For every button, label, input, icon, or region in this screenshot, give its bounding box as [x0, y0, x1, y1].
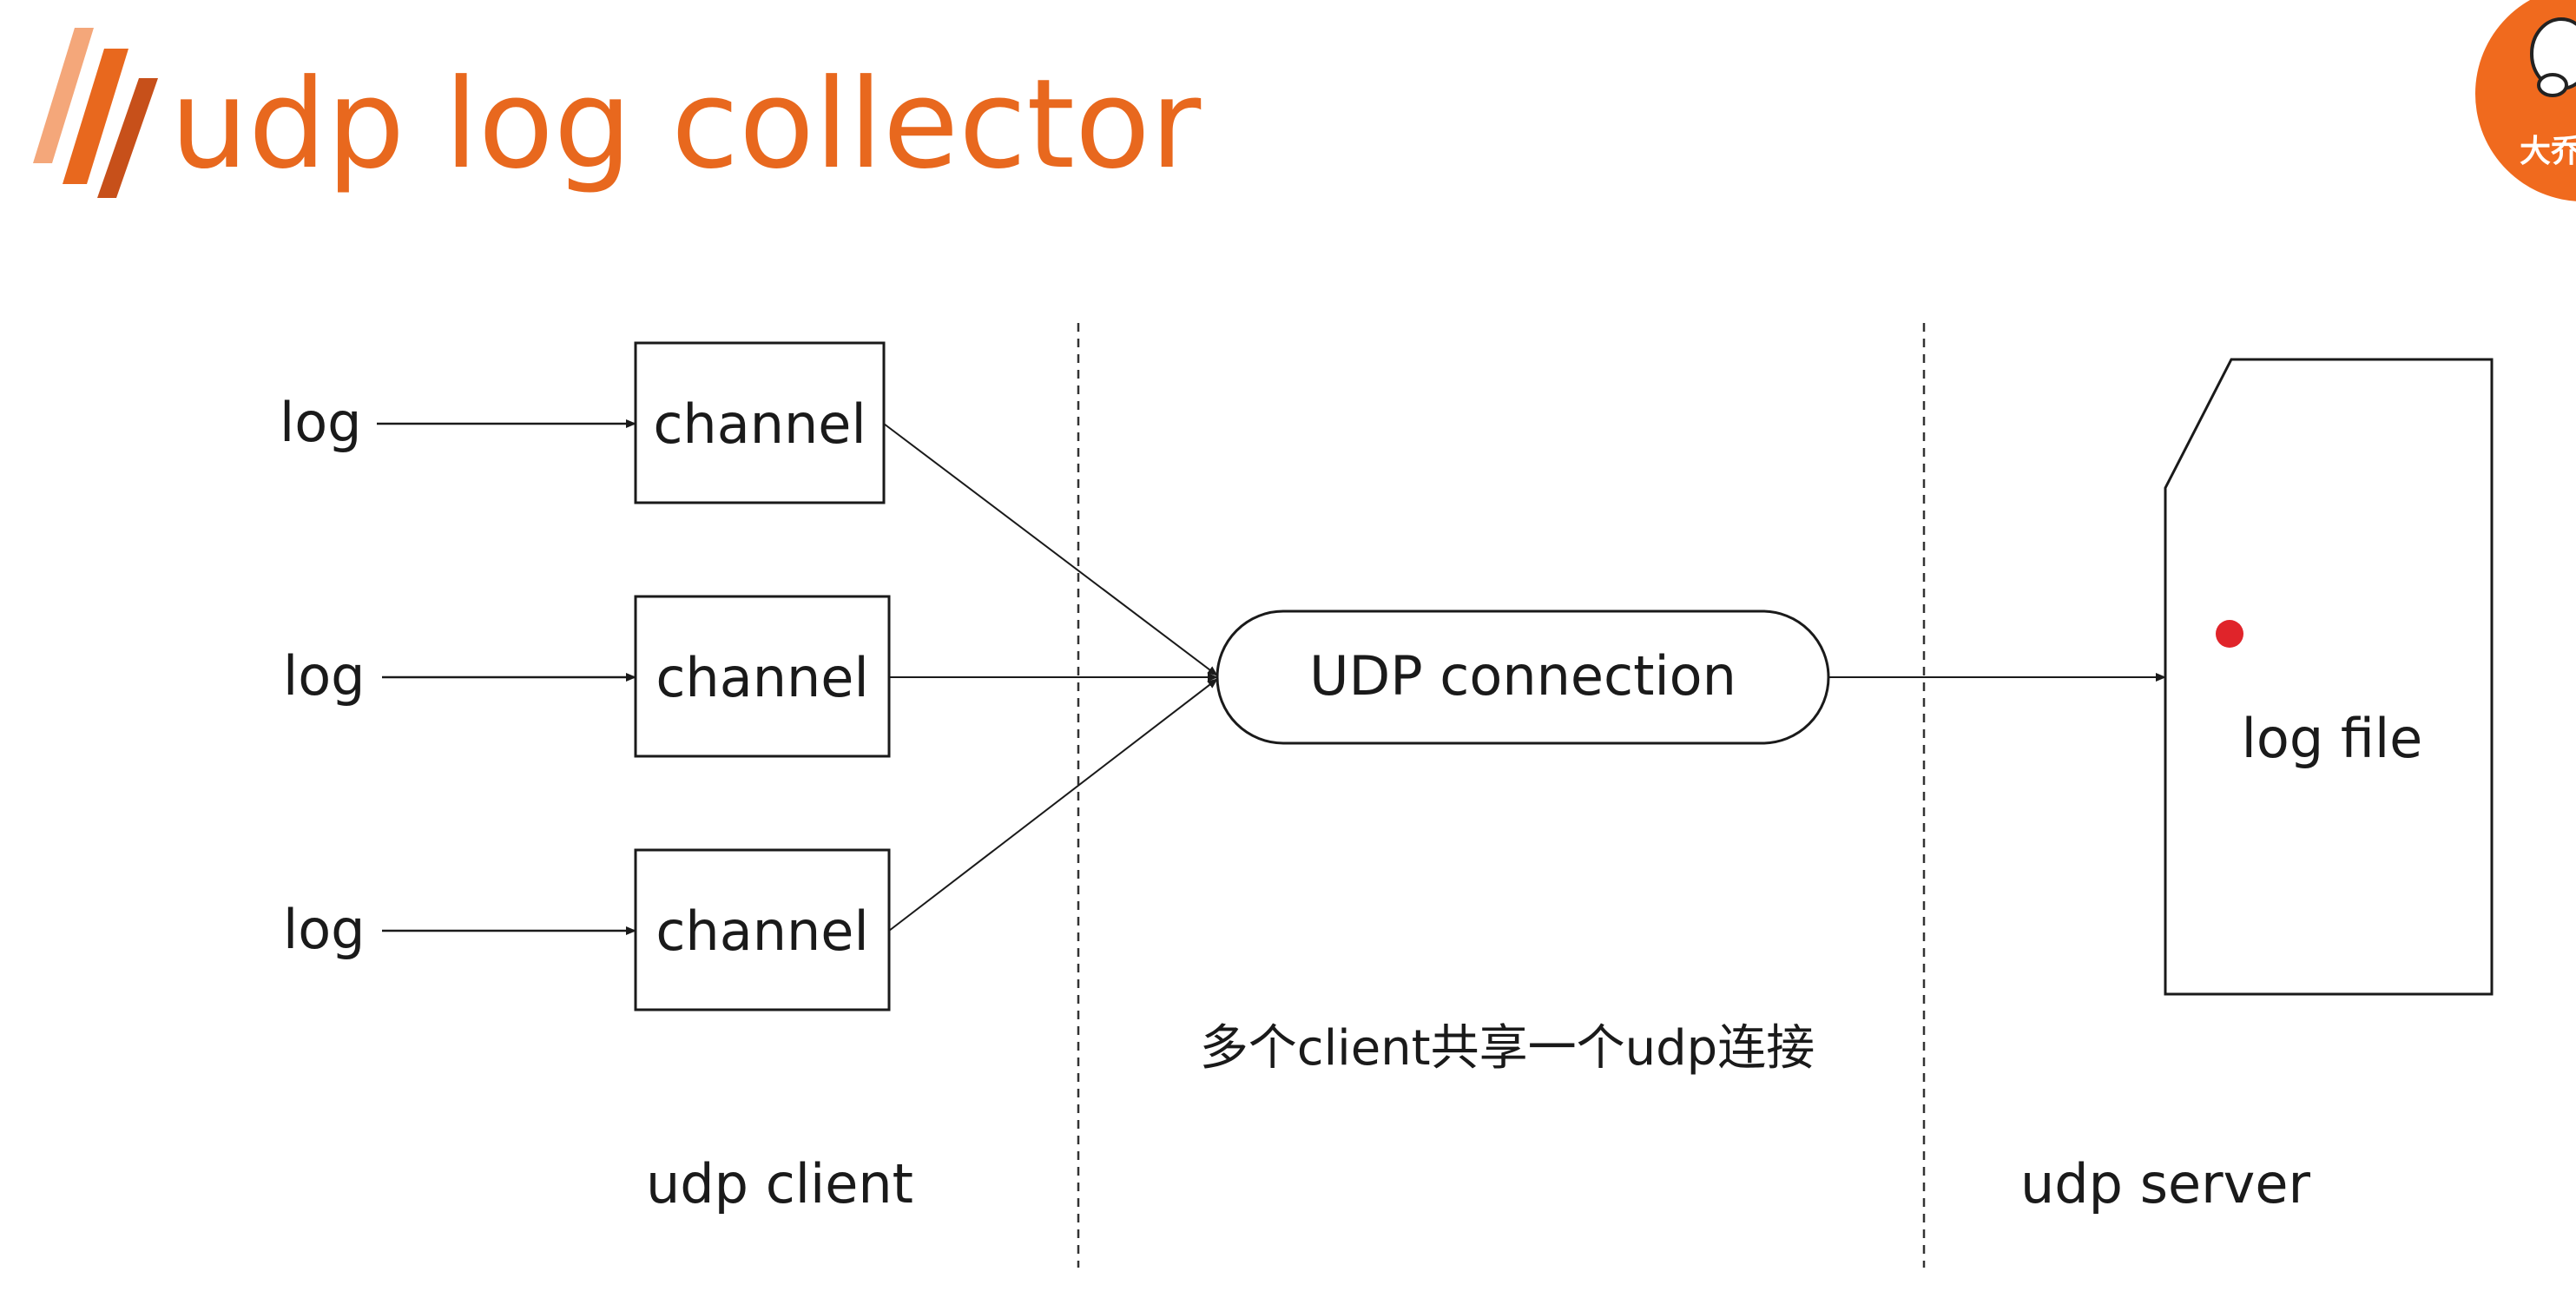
channel-label-2: channel — [656, 646, 868, 709]
log-source-label-2: log — [283, 644, 366, 708]
udp-connection-label: UDP connection — [1309, 644, 1736, 708]
cursor-pointer-dot — [2216, 620, 2243, 648]
channel-label-1: channel — [653, 392, 866, 456]
slide-title: udp log collector — [170, 53, 1202, 196]
channel-label-3: channel — [656, 899, 868, 963]
logo-badge: 大乔 — [2475, 0, 2576, 201]
title-accent-stripes — [33, 28, 158, 198]
log-file-label: log file — [2242, 707, 2423, 770]
client-row-2: log channel — [283, 595, 891, 758]
channel-to-connection-arrow-3 — [888, 678, 1218, 932]
channel-to-connection-arrow-1 — [883, 423, 1218, 676]
channel-box-2 — [634, 595, 891, 758]
log-source-label-1: log — [280, 391, 362, 454]
server-zone-label: udp server — [2020, 1152, 2310, 1216]
client-row-1: log channel — [280, 341, 886, 504]
client-row-3: log channel — [283, 848, 891, 1011]
logo-badge-text: 大乔 — [2520, 134, 2576, 169]
client-zone-label: udp client — [646, 1152, 913, 1216]
log-file-node — [2164, 358, 2494, 996]
log-source-label-3: log — [283, 898, 366, 961]
shared-connection-note: 多个client共享一个udp连接 — [1200, 1020, 1815, 1077]
channel-box-1 — [634, 341, 886, 504]
